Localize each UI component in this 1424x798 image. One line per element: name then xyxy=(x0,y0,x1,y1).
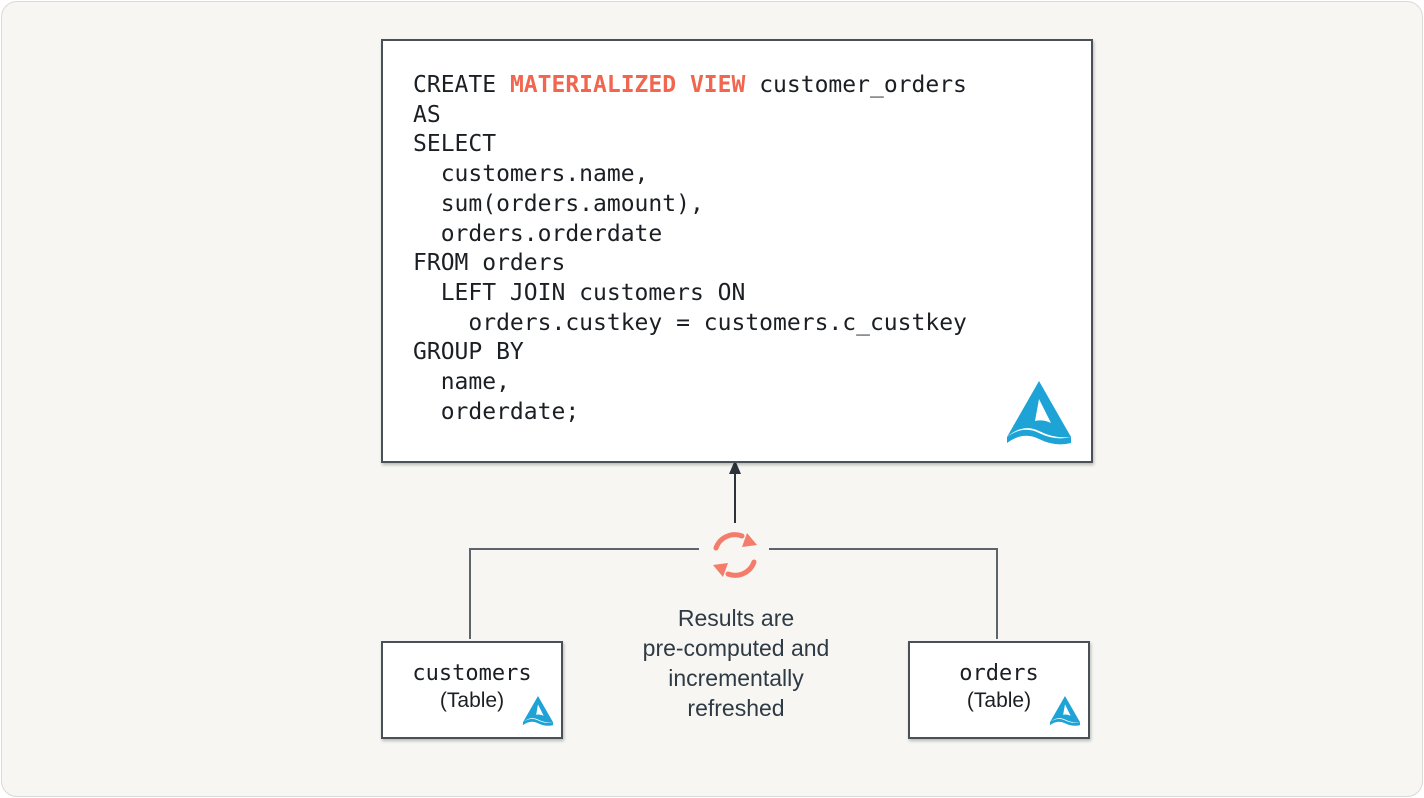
table-name: orders xyxy=(959,661,1039,686)
materialized-view-box: CREATE MATERIALIZED VIEW customer_orders… xyxy=(381,39,1093,463)
code-line: CREATE MATERIALIZED VIEW customer_orders xyxy=(413,72,967,98)
code-line: sum(orders.amount), xyxy=(413,190,704,217)
code-line: customers.name, xyxy=(413,161,649,188)
code-line: orderdate; xyxy=(413,398,580,425)
code-line: FROM orders xyxy=(413,250,566,277)
table-type-label: (Table) xyxy=(439,689,505,712)
orders-table-box: orders (Table) xyxy=(908,641,1090,739)
table-name: customers xyxy=(412,661,532,686)
code-line: name, xyxy=(413,369,510,396)
arrowhead-icon xyxy=(729,460,741,474)
caption-line: incrementally xyxy=(668,665,804,691)
brand-logo-icon xyxy=(522,695,554,726)
code-line: SELECT xyxy=(413,131,497,158)
connector-from-orders xyxy=(769,548,998,639)
caption-line: pre-computed and xyxy=(642,635,830,661)
caption-line: refreshed xyxy=(687,695,785,721)
table-type-label: (Table) xyxy=(966,689,1032,712)
code-line: AS xyxy=(413,101,441,128)
caption-line: Results are xyxy=(677,605,795,631)
code-line: GROUP BY xyxy=(413,339,524,366)
materialized-view-keyword: MATERIALIZED VIEW xyxy=(509,72,746,98)
customers-table-box: customers (Table) xyxy=(381,641,563,739)
refresh-caption: Results are pre-computed and incremental… xyxy=(602,603,870,723)
connector-from-customers xyxy=(469,548,699,639)
brand-logo-icon xyxy=(1049,695,1081,726)
sql-code: CREATE MATERIALIZED VIEW customer_orders… xyxy=(413,71,967,427)
brand-logo-icon xyxy=(1007,381,1071,445)
code-line: orders.orderdate xyxy=(413,220,663,247)
code-line: LEFT JOIN customers ON xyxy=(413,279,746,306)
code-line: orders.custkey = customers.c_custkey xyxy=(413,309,967,336)
refresh-cycle-icon xyxy=(713,532,757,578)
